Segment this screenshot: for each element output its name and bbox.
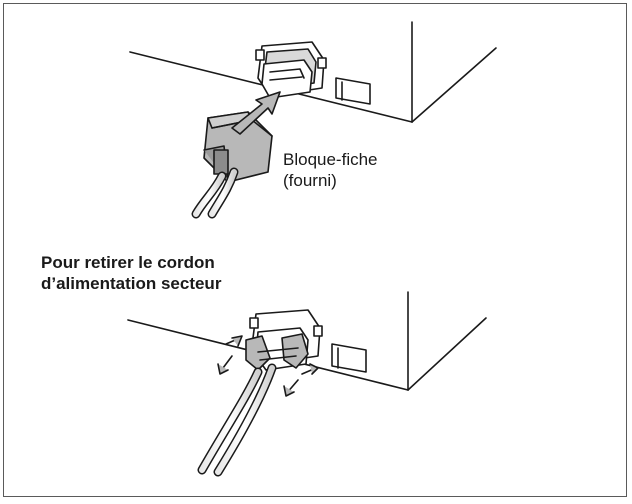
insert-arrow: [231, 91, 281, 135]
plug-holder-label: Bloque-fiche (fourni): [283, 149, 423, 191]
plug-holder-label-line1: Bloque-fiche: [283, 150, 378, 169]
device-edge-right-2: [407, 317, 487, 391]
plug-holder-label-line2: (fourni): [283, 171, 337, 190]
figure-frame: [3, 3, 627, 497]
remove-cord-heading: Pour retirer le cordon d’alimentation se…: [41, 252, 321, 294]
bottom-illustration: [127, 291, 487, 477]
plug-top: [261, 59, 313, 99]
device-port-top: [335, 77, 371, 105]
remove-cord-heading-line2: d’alimentation secteur: [41, 274, 222, 293]
remove-cord-heading-line1: Pour retirer le cordon: [41, 253, 215, 272]
top-illustration: [129, 21, 497, 219]
device-port-bottom: [331, 343, 367, 373]
device-edge-right: [411, 47, 497, 123]
power-cord-top: [191, 167, 239, 219]
squeeze-arrow-right: [283, 363, 319, 397]
plug-holder-clamp: [203, 111, 273, 183]
squeeze-arrow-left: [217, 335, 243, 375]
power-cord-bottom: [197, 363, 277, 477]
plug-bottom: [245, 327, 309, 371]
